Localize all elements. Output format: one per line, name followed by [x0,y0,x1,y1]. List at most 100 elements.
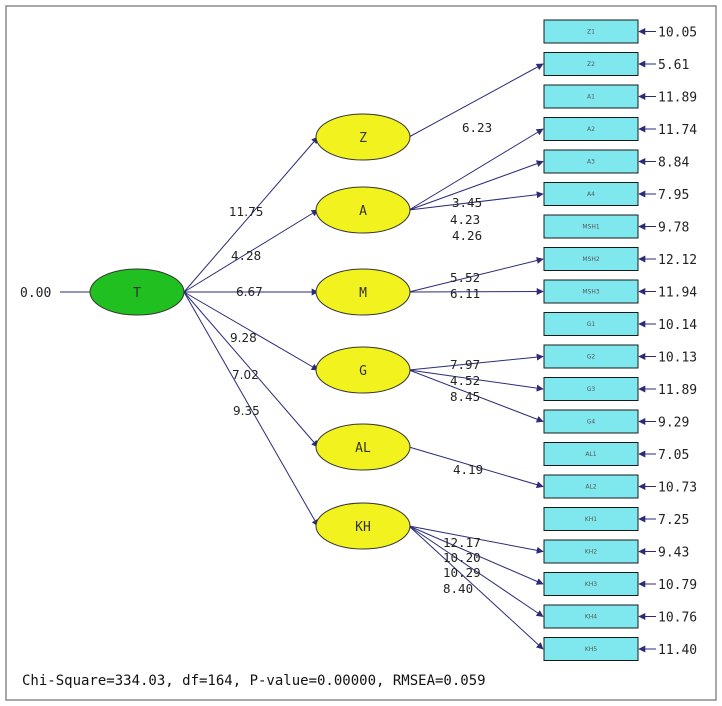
factor-label-kh: KH [355,520,371,535]
indicator-box-z1 [543,19,639,44]
indicator-label-g2: G2 [587,354,596,361]
error-variance-msh1: 9.78 [658,221,689,236]
loading-label-msh3: 6.11 [450,286,480,301]
factor-label-a: A [359,204,367,219]
indicator-label-z1: Z1 [587,29,595,36]
indicator-label-msh1: MSH1 [582,224,599,231]
loading-label-g3: 4.52 [450,373,480,388]
path-kh-to-kh2 [408,525,544,554]
factor-label-m: M [359,286,367,301]
loading-label-al2: 4.19 [453,462,483,477]
loading-label-a3: 4.23 [450,212,480,227]
indicator-label-al1: AL1 [585,451,596,458]
error-variance-kh4: 10.76 [658,611,697,626]
indicator-label-al2: AL2 [585,484,596,491]
indicator-label-a2: A2 [587,126,595,133]
error-variance-g2: 10.13 [658,351,697,366]
path-al-to-al2 [408,446,544,489]
error-variance-a3: 8.84 [658,156,689,171]
error-variance-kh2: 9.43 [658,546,689,561]
indicator-label-g1: G1 [587,321,596,328]
factor-ellipse-kh [315,502,411,550]
indicator-box-a3 [543,149,639,174]
error-variance-al2: 10.73 [658,481,697,496]
indicator-label-msh2: MSH2 [582,256,599,263]
path-a-to-a3 [408,160,544,211]
error-variance-g4: 9.29 [658,416,689,431]
indicator-box-msh3 [543,279,639,304]
indicator-label-kh3: KH3 [585,581,597,588]
indicator-box-kh5 [543,637,639,661]
indicator-box-g4 [543,409,639,434]
loading-label-z: 11.75 [229,205,263,219]
indicator-label-msh3: MSH3 [582,289,599,296]
loading-label-a2: 3.45 [452,195,482,210]
loading-label-msh2: 5.52 [450,270,480,285]
path-g-to-g3 [408,369,544,392]
loading-label-a4: 4.26 [452,228,482,243]
factor-ellipse-g [315,346,411,394]
path-g-to-g4 [408,369,544,423]
indicator-box-a4 [543,182,639,206]
path-a-to-a2 [408,128,544,211]
loading-label-kh2: 12.17 [443,535,481,550]
indicator-box-a2 [543,117,639,141]
indicator-label-a3: A3 [587,159,595,166]
indicator-box-g3 [543,377,639,401]
indicator-label-z2: Z2 [587,61,595,68]
indicator-box-kh2 [543,539,639,564]
error-variance-g1: 10.14 [658,318,697,333]
error-variance-z1: 10.05 [658,26,697,41]
path-z-to-z2 [408,63,544,138]
loading-label-g: 9.28 [230,331,257,345]
indicator-box-g2 [543,344,639,369]
loading-label-kh3: 10.20 [443,550,481,565]
error-variance-z2: 5.61 [658,58,689,73]
loading-label-al: 7.02 [232,368,259,382]
node-layer [89,19,639,661]
error-variance-a4: 7.95 [658,188,689,203]
path-kh-to-kh5 [408,525,544,650]
factor-label-g: G [359,364,367,379]
indicator-box-kh3 [543,572,639,596]
path-m-to-msh3 [408,288,544,296]
factor-ellipse-z [315,113,411,161]
path-layer [60,28,656,653]
indicator-label-a1: A1 [587,94,595,101]
factor-label-t: T [133,286,141,301]
loading-label-m: 6.67 [236,285,263,299]
t-variance-value: 0.00 [20,286,51,301]
loading-label-z2: 6.23 [462,120,492,135]
factor-ellipse-t [89,268,185,316]
error-variance-kh1: 7.25 [658,513,689,528]
indicator-label-kh2: KH2 [585,549,597,556]
factor-ellipse-al [315,423,411,471]
error-variance-a2: 11.74 [658,123,697,138]
factor-ellipse-a [315,186,411,234]
loading-label-g2: 7.97 [450,357,480,372]
indicator-box-msh2 [543,247,639,271]
factor-ellipse-m [315,268,411,316]
path-t-to-al [183,291,319,448]
path-t-to-a [183,209,319,293]
path-kh-to-kh3 [408,525,544,585]
error-variance-g3: 11.89 [658,383,697,398]
loading-label-kh4: 10.29 [443,565,481,580]
indicator-box-al2 [543,474,639,499]
indicator-box-msh1 [543,214,639,239]
error-variance-a1: 11.89 [658,91,697,106]
path-kh-to-kh4 [408,525,544,617]
factor-label-z: Z [359,131,367,146]
indicator-label-g3: G3 [587,386,596,393]
indicator-label-kh5: KH5 [585,646,597,653]
indicator-box-al1 [543,442,639,466]
indicator-box-a1 [543,84,639,109]
loading-label-a: 4.28 [231,248,261,263]
indicator-box-kh1 [543,507,639,531]
indicator-box-z2 [543,52,639,76]
path-m-to-msh2 [408,257,544,293]
error-variance-al1: 7.05 [658,448,689,463]
path-t-to-kh [183,291,319,527]
